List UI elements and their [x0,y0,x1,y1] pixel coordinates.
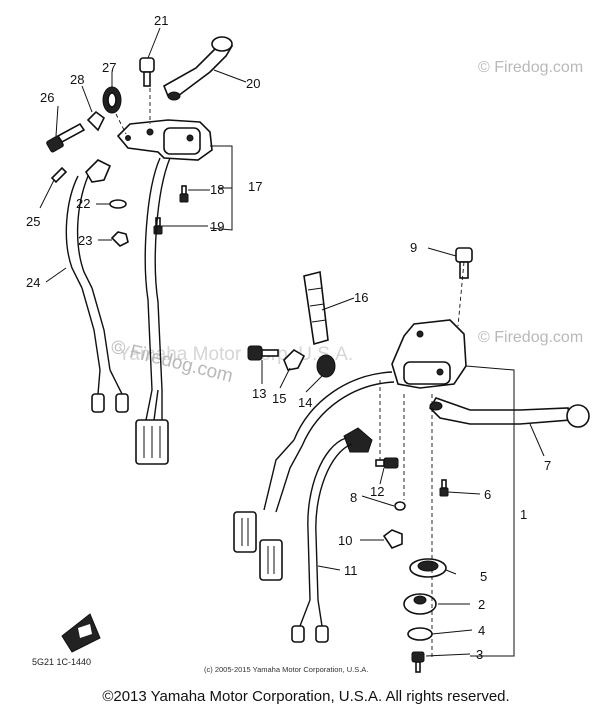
part-15-clip [283,348,306,371]
callout-27: 27 [102,60,116,75]
callout-14: 14 [298,395,312,410]
small-copyright: (c) 2005-2015 Yamaha Motor Corporation, … [204,665,368,674]
part-5-cap [409,558,447,578]
cable-11 [307,437,347,601]
left-switch-housing [116,119,213,161]
callout-4: 4 [478,623,485,638]
part-20-lever [162,36,234,101]
callouts: 21 20 27 28 26 25 22 23 24 18 19 17 9 16… [26,13,551,662]
callout-20: 20 [246,76,260,91]
part-4-washer [407,627,433,641]
callout-7: 7 [544,458,551,473]
callout-5: 5 [480,569,487,584]
brake-switch [343,427,373,453]
callout-19: 19 [210,219,224,234]
left-bullet-connector-a [91,393,105,413]
bullet-connector-d [315,625,329,643]
right-connector-a [233,511,257,553]
part-27-gear [102,86,122,114]
callout-17: 17 [248,179,262,194]
watermark-top-right: © Firedog.com [478,59,583,76]
part-18-screw [179,185,189,203]
right-switch-housing [391,319,467,389]
watermark-mid-right: © Firedog.com [478,329,583,346]
callout-16: 16 [354,290,368,305]
part-12-screw [375,457,399,469]
callout-15: 15 [272,391,286,406]
right-cable-main [293,371,393,441]
callout-9: 9 [410,240,417,255]
footer-copyright: ©2013 Yamaha Motor Corporation, U.S.A. A… [102,688,510,705]
part-16-strap [303,271,329,346]
left-bullet-connector-b [115,393,129,413]
part-10-nut [382,529,403,549]
part-13-screw [247,345,279,361]
part-9-bolt [455,247,473,279]
diagram-code: 5G21 1C-1440 [32,657,91,667]
part-2-diaphragm [403,593,437,615]
callout-11: 11 [344,563,358,578]
bullet-connector-c [291,625,305,643]
part-21-bolt [139,57,155,87]
part-6-screw [439,479,449,497]
callout-25: 25 [26,214,40,229]
callout-12: 12 [370,484,384,499]
part-28-clip [86,110,106,132]
callout-6: 6 [484,487,491,502]
left-switch-assembly [46,36,234,465]
part-8-plate [394,501,406,511]
callout-26: 26 [40,90,54,105]
part-3-screw [411,651,425,673]
callout-13: 13 [252,386,266,401]
callout-2: 2 [478,597,485,612]
callout-28: 28 [70,72,84,87]
wire-clamp [84,159,112,183]
callout-1: 1 [520,507,527,522]
part-23-nut [110,231,129,247]
part-25-screw [50,166,68,184]
callout-18: 18 [210,182,224,197]
bracket-1 [465,365,515,657]
part-14-washer [316,354,336,378]
part-26-screw [46,122,86,153]
part-7-lever [428,397,590,428]
callout-21: 21 [154,13,168,28]
left-cable-main [144,157,161,391]
callout-8: 8 [350,490,357,505]
callout-22: 22 [76,196,90,211]
left-cable-24 [65,175,83,289]
callout-23: 23 [78,233,92,248]
part-19-screw [153,217,163,235]
callout-3: 3 [476,647,483,662]
leader-lines [39,27,545,657]
part-22-plate [109,199,127,209]
right-connector-b [259,539,283,581]
callout-24: 24 [26,275,40,290]
callout-10: 10 [338,533,352,548]
fwd-arrow-stamp [61,613,101,653]
right-switch-assembly [115,88,590,673]
